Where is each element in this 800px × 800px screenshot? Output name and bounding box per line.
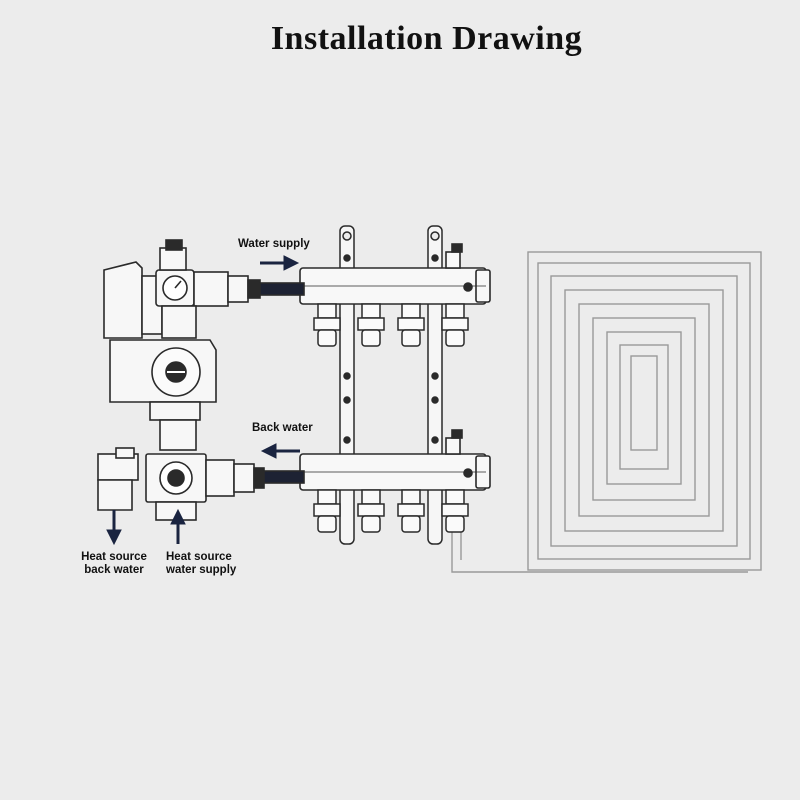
return-manifold-outlets [313,489,469,533]
page-title: Installation Drawing [270,20,583,57]
heat-source-back-water-label: Heat source back water [72,551,156,577]
return-manifold [299,429,491,491]
heat-source-water-supply-arrow [170,508,186,544]
mixing-station [97,239,305,521]
heat-source-back-water-line1: Heat source [81,551,147,563]
heat-source-water-supply-line2: water supply [166,564,237,576]
heat-source-water-supply-label: Heat source water supply [166,551,236,577]
water-supply-arrow [260,255,300,271]
supply-manifold [299,243,491,305]
back-water-arrow [260,443,300,459]
heat-source-back-water-line2: back water [84,564,144,576]
heat-source-back-water-arrow [106,510,122,546]
supply-manifold-outlets [313,303,469,347]
floor-heating-loop [451,251,762,573]
water-supply-label: Water supply [238,238,310,250]
back-water-label: Back water [252,422,313,434]
heat-source-water-supply-line1: Heat source [166,551,232,563]
